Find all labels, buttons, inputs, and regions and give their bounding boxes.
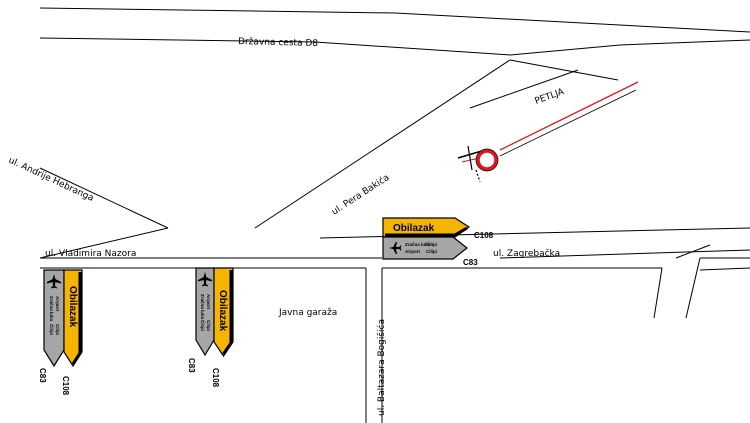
- sign-code-c108: C108: [474, 231, 494, 240]
- detour-sign: Obilazak: [63, 269, 83, 368]
- sign-destination: Čilipi: [426, 241, 437, 247]
- sign-destination: Cilipi: [55, 324, 60, 335]
- sign-group-left: Zračna luka Čilipi Airport Cilipi Obilaz…: [38, 269, 83, 396]
- no-entry-icon: [475, 148, 499, 172]
- closed-road-line: [499, 81, 639, 157]
- sign-destination: Čilipi: [200, 320, 206, 331]
- detour-sign: Obilazak: [382, 217, 471, 238]
- sign-code-c83: C83: [38, 368, 47, 383]
- label-petlja: PETLJA: [534, 87, 567, 107]
- sign-code-c108: C108: [211, 368, 220, 388]
- sign-detour-label: Obilazak: [217, 290, 228, 332]
- destination-sign: Zračna luka Čilipi Airport Cilipi: [195, 267, 215, 357]
- sign-group-right: Obilazak Zračna luka Čilipi Airport Cili…: [382, 217, 494, 267]
- label-zagrebacka: ul. Zagrebačka: [493, 248, 560, 259]
- label-baltazara-bogisica: ul. Baltazara Bogišića: [376, 319, 387, 416]
- sign-code-c108: C108: [61, 376, 70, 396]
- sign-detour-label: Obilazak: [67, 286, 78, 328]
- sign-destination: Cilipi: [206, 320, 211, 331]
- label-javna-garaza: Javna garaža: [278, 308, 337, 318]
- sign-destination: Čilipi: [49, 324, 55, 335]
- sign-code-c83: C83: [187, 358, 196, 373]
- label-vladimira-nazora: ul. Vladimira Nazora: [45, 249, 136, 259]
- destination-sign: Zračna luka Čilipi Airport Cilipi: [382, 236, 468, 260]
- road-network: [39, 7, 750, 423]
- sign-destination: Cilipi: [426, 249, 437, 254]
- label-andrije-hebranga: ul. Andrije Hebranga: [7, 156, 95, 204]
- sign-group-middle: Zračna luka Čilipi Airport Cilipi Obilaz…: [187, 267, 234, 388]
- sign-destination: Zračna luka: [200, 294, 205, 320]
- destination-sign: Zračna luka Čilipi Airport Cilipi: [43, 269, 65, 368]
- sign-destination: Airport: [206, 294, 211, 310]
- detour-sign: Obilazak: [213, 267, 234, 358]
- sign-detour-label: Obilazak: [393, 223, 435, 234]
- sign-code-c83: C83: [463, 258, 478, 267]
- sign-destination: Zračna luka: [405, 242, 431, 247]
- sign-destination: Airport: [405, 249, 421, 254]
- label-drzavna-cesta: Državna cesta D8: [238, 37, 319, 49]
- sign-destination: Airport: [55, 296, 60, 312]
- sign-destination: Zračna luka: [49, 296, 54, 322]
- label-pera-bakica: ul. Pera Bakića: [330, 172, 392, 217]
